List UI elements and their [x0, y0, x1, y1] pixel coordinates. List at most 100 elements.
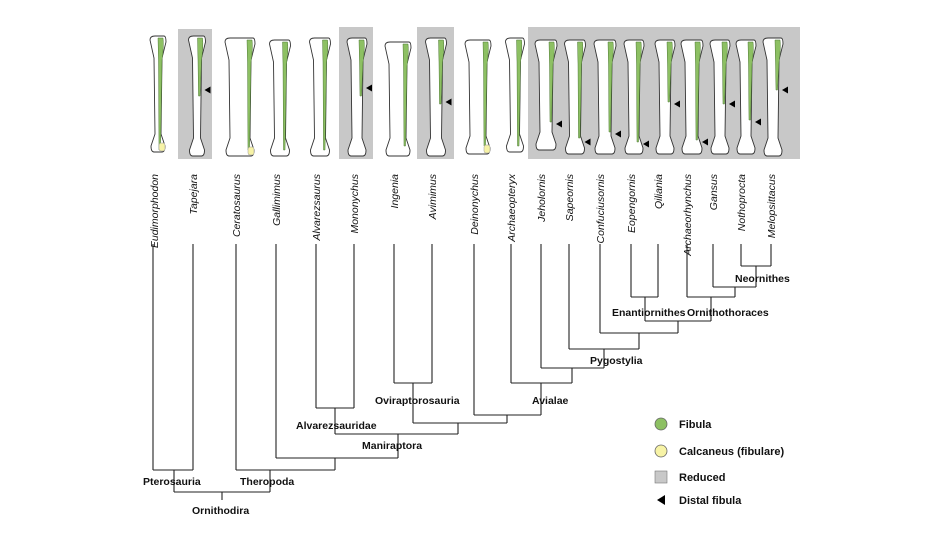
- taxon-label-nothoprocta: Nothoprocta: [736, 174, 748, 231]
- fibula-melopsittacus: [774, 39, 781, 91]
- bone-drawings: [149, 35, 788, 157]
- taxon-label-deinonychus: Deinonychus: [469, 173, 481, 234]
- legend-reduced-swatch: [654, 470, 668, 484]
- legend-distal-fibula-label: Distal fibula: [679, 495, 742, 507]
- legend-reduced-label: Reduced: [679, 472, 725, 484]
- taxon-label-sapeornis: Sapeornis: [564, 173, 576, 221]
- legend-fibula-label: Fibula: [679, 419, 712, 431]
- fibula-confuciusornis: [607, 41, 614, 133]
- legend: Fibula Calcaneus (fibulare) Reduced Dist…: [654, 417, 784, 507]
- taxon-label-alvarezsaurus: Alvarezsaurus: [311, 173, 323, 241]
- clade-label-pygostylia: Pygostylia: [590, 355, 643, 367]
- taxon-label-archaeorhynchus: Archaeorhynchus: [682, 173, 694, 256]
- clade-label-pterosauria: Pterosauria: [143, 476, 201, 488]
- taxon-label-ingenia: Ingenia: [389, 174, 401, 209]
- clade-label-oviraptorosauria: Oviraptorosauria: [375, 395, 460, 407]
- distal-fibula-arrow-icon: [782, 86, 788, 94]
- bone-mononychus: [346, 37, 372, 157]
- tibia-archaeopteryx: [505, 37, 525, 153]
- distal-fibula-arrow-icon: [615, 130, 621, 138]
- taxon-label-avimimus: Avimimus: [427, 173, 439, 220]
- bone-sapeornis: [564, 39, 591, 155]
- fibula-qiliania: [666, 41, 673, 103]
- fibula-eopengornis: [635, 41, 642, 143]
- fibula-archaeorhynchus: [694, 41, 701, 141]
- clade-label-neornithes: Neornithes: [735, 273, 790, 285]
- fibula-sapeornis: [577, 41, 584, 139]
- fibula-alvarezsaurus: [322, 39, 329, 151]
- clade-label-avialae: Avialae: [532, 395, 569, 407]
- clade-label-maniraptora: Maniraptora: [362, 440, 422, 452]
- clade-label-enantiornithes: Enantiornithes: [612, 307, 686, 319]
- bone-avimimus: [425, 37, 452, 157]
- bone-deinonychus: [464, 39, 492, 155]
- distal-fibula-arrow-icon: [657, 495, 665, 505]
- legend-calcaneus-label: Calcaneus (fibulare): [679, 446, 784, 458]
- taxon-label-confuciusornis: Confuciusornis: [595, 173, 607, 243]
- fibula-mononychus: [358, 39, 365, 97]
- distal-fibula-arrow-icon: [366, 84, 372, 92]
- bone-alvarezsaurus: [309, 37, 331, 157]
- distal-fibula-arrow-icon: [674, 100, 680, 108]
- fibula-deinonychus: [482, 41, 489, 147]
- distal-fibula-arrow-icon: [556, 120, 562, 128]
- taxon-label-eudimorphodon: Eudimorphodon: [149, 174, 161, 248]
- legend-calcaneus-swatch: [654, 444, 668, 458]
- fibula-avimimus: [438, 39, 445, 105]
- taxon-label-tapejara: Tapejara: [188, 174, 200, 215]
- bone-tapejara: [188, 35, 211, 157]
- fibula-tapejara: [197, 37, 204, 97]
- calcaneus-deinonychus: [483, 144, 491, 154]
- distal-fibula-arrow-icon: [755, 118, 761, 126]
- calcaneus-ceratosaurus: [247, 146, 255, 156]
- bone-gansus: [709, 39, 735, 155]
- clade-label-ornithothoraces: Ornithothoraces: [687, 307, 769, 319]
- calcaneus-eudimorphodon: [158, 142, 166, 152]
- bone-eopengornis: [623, 39, 649, 155]
- bone-qiliania: [654, 39, 680, 155]
- taxon-label-eopengornis: Eopengornis: [626, 173, 638, 233]
- bone-nothoprocta: [735, 39, 761, 155]
- distal-fibula-arrow-icon: [204, 86, 211, 94]
- bone-archaeorhynchus: [680, 39, 708, 155]
- clade-label-alvarezsauridae: Alvarezsauridae: [296, 420, 377, 432]
- bone-melopsittacus: [762, 37, 788, 157]
- legend-fibula-swatch: [654, 417, 668, 431]
- fibula-nothoprocta: [747, 41, 754, 121]
- bone-archaeopteryx: [505, 37, 525, 153]
- bone-jeholornis: [534, 39, 562, 151]
- fibula-ceratosaurus: [246, 39, 253, 151]
- taxon-label-gallimimus: Gallimimus: [271, 173, 283, 226]
- bone-ingenia: [384, 41, 412, 157]
- fibula-ingenia: [402, 43, 409, 147]
- taxon-label-ceratosaurus: Ceratosaurus: [231, 173, 243, 237]
- distal-fibula-arrow-icon: [702, 138, 708, 146]
- taxon-labels: Eudimorphodon Tapejara Ceratosaurus Gall…: [149, 173, 778, 256]
- bone-eudimorphodon: [149, 35, 167, 153]
- taxon-label-mononychus: Mononychus: [349, 173, 361, 233]
- bone-confuciusornis: [593, 39, 621, 155]
- fibula-gallimimus: [282, 41, 289, 151]
- bone-ceratosaurus: [224, 37, 256, 157]
- distal-fibula-arrow-icon: [584, 138, 591, 146]
- fibula-archaeopteryx: [516, 39, 523, 147]
- cladogram: [152, 244, 772, 500]
- taxon-label-gansus: Gansus: [708, 173, 720, 210]
- fibula-eudimorphodon: [157, 37, 164, 151]
- distal-fibula-arrow-icon: [445, 98, 452, 106]
- taxon-label-melopsittacus: Melopsittacus: [766, 173, 778, 238]
- taxon-label-archaeopteryx: Archaeopteryx: [506, 173, 518, 242]
- distal-fibula-arrow-icon: [643, 140, 649, 148]
- clade-label-theropoda: Theropoda: [240, 476, 294, 488]
- fibula-jeholornis: [548, 41, 555, 123]
- distal-fibula-arrow-icon: [729, 100, 735, 108]
- tibia-eudimorphodon: [149, 35, 167, 153]
- taxon-label-jeholornis: Jeholornis: [536, 173, 548, 223]
- taxon-label-qiliania: Qiliania: [653, 174, 665, 209]
- fibula-gansus: [721, 41, 728, 105]
- clade-label-ornithodira: Ornithodira: [192, 505, 249, 517]
- bone-gallimimus: [269, 39, 291, 157]
- clade-labels: Neornithes Enantiornithes Ornithothorace…: [143, 273, 790, 517]
